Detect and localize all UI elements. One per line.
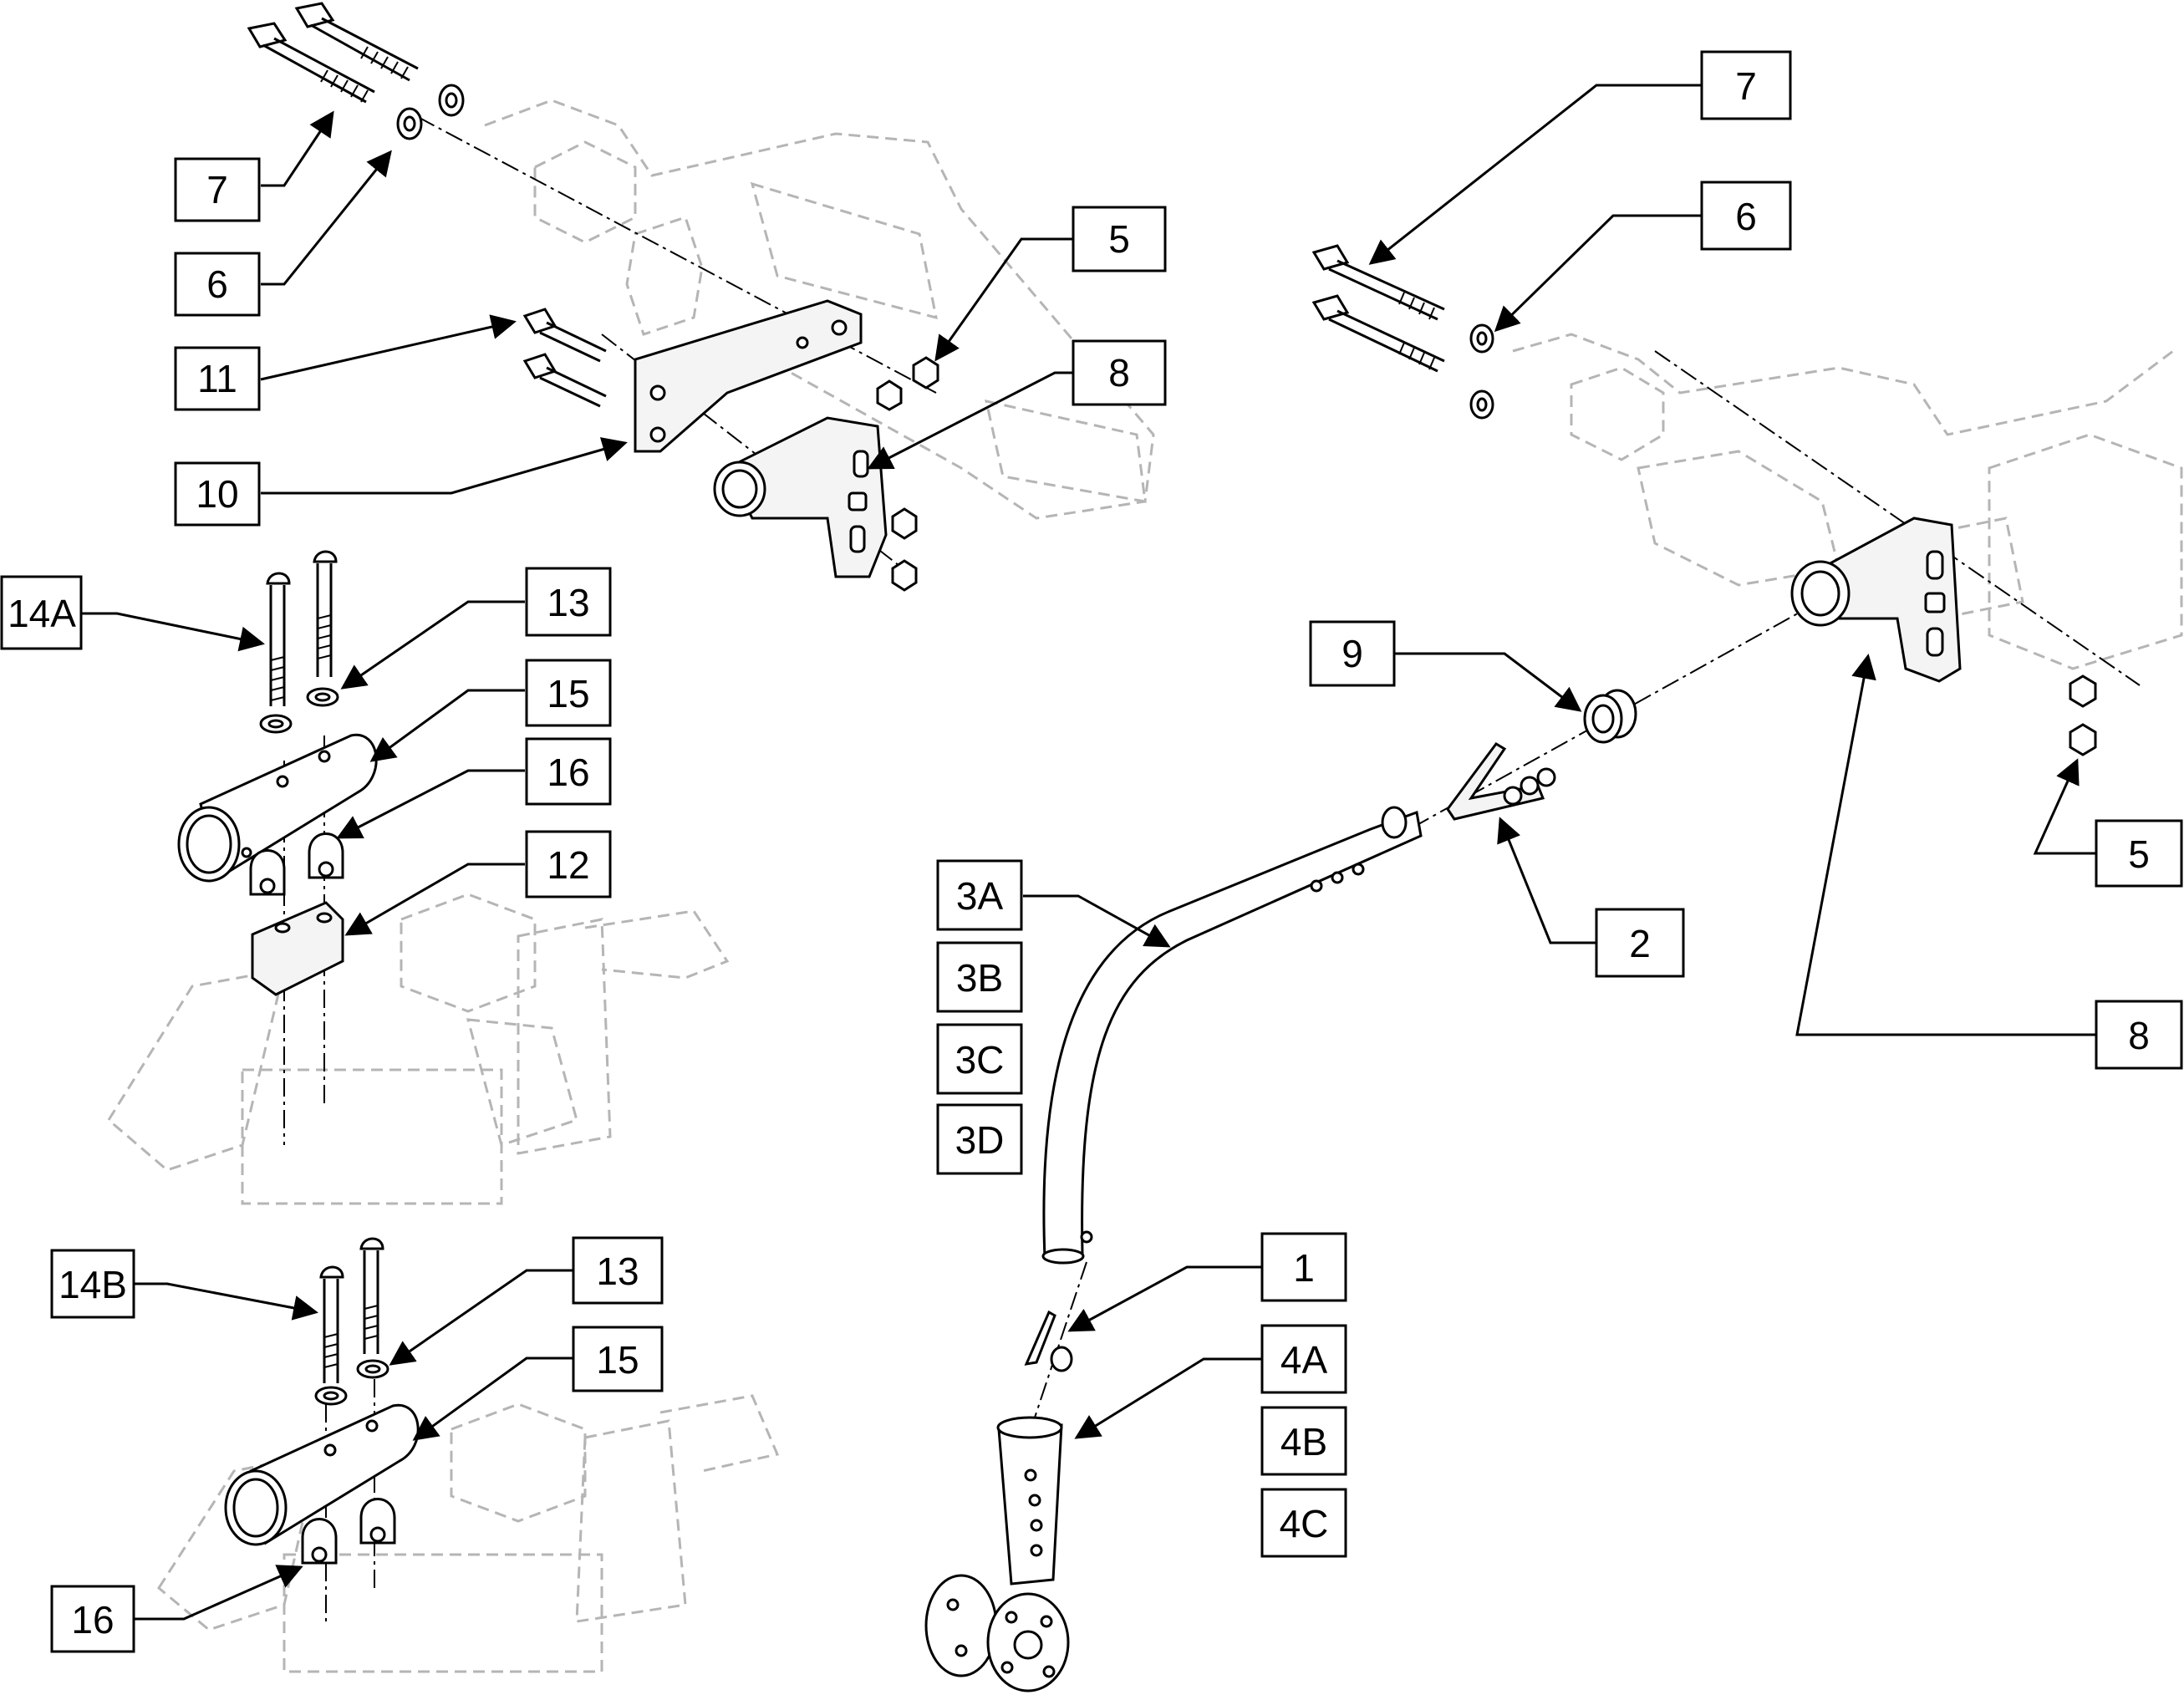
callout-16-mid: 16 [525,737,612,806]
callout-14b: 14B [50,1249,135,1319]
callout-8-right: 8 [2095,1000,2183,1070]
bolt-long-lower [247,22,375,104]
svg-text:4C: 4C [1280,1502,1329,1545]
washers-14a [259,687,339,734]
ghost-frame-mid-left [107,893,730,1205]
receiver-bracket-right [1790,517,1962,683]
callout-6-top-left: 6 [174,252,261,317]
callout-5-top-left: 5 [1072,206,1167,272]
mounting-plate [634,299,863,453]
callout-3a: 3A [936,859,1023,931]
washers-14b [314,1359,389,1406]
ghost-frame-bottom-left [157,1394,780,1673]
bolt-right-upper [1311,244,1445,321]
svg-text:4B: 4B [1280,1420,1327,1463]
callout-2: 2 [1595,908,1685,978]
svg-text:15: 15 [547,672,589,715]
caster-fork-and-wheel [924,1416,1070,1692]
callout-11: 11 [174,346,261,411]
saddle-clamp-16-lower [301,1498,396,1565]
screw-14b-left [319,1265,344,1383]
svg-text:2: 2 [1629,922,1651,965]
screw-14a-left [266,572,291,706]
ghost-frame-top-right [1512,333,2183,670]
callout-14a: 14A [0,575,83,650]
saddle-clamp-16 [249,832,344,896]
callout-6-right: 6 [1700,181,1792,251]
svg-text:10: 10 [196,472,238,516]
svg-text:13: 13 [596,1250,639,1293]
svg-text:5: 5 [2128,832,2150,876]
svg-text:6: 6 [206,262,228,306]
svg-text:3D: 3D [955,1118,1005,1162]
callout-3d: 3D [936,1103,1023,1175]
svg-text:9: 9 [1341,632,1363,675]
bolt-long-upper [294,2,419,82]
detent-pin [1024,1310,1073,1372]
svg-text:8: 8 [1108,351,1130,394]
washer-lower [396,107,423,140]
svg-text:14B: 14B [59,1263,127,1306]
svg-text:13: 13 [547,581,589,624]
svg-text:16: 16 [71,1598,114,1642]
svg-text:4A: 4A [1280,1338,1328,1382]
svg-text:3B: 3B [956,956,1003,1000]
svg-text:6: 6 [1735,195,1757,238]
svg-text:14A: 14A [8,592,76,635]
clamp-tube-lower [224,1403,420,1546]
screw-14b-right [359,1237,384,1354]
lock-lever [1446,742,1556,821]
callout-4c: 4C [1260,1488,1347,1558]
nuts-top-left [876,356,939,592]
clamp-tube-upper [177,733,378,883]
svg-text:3A: 3A [956,874,1004,918]
svg-text:11: 11 [197,357,237,400]
screw-14a-right [313,550,338,677]
callout-7-right: 7 [1700,50,1792,120]
svg-text:3C: 3C [955,1038,1005,1082]
callout-15-bottom: 15 [572,1326,664,1392]
svg-text:16: 16 [547,751,589,794]
callout-4a: 4A [1260,1324,1347,1394]
callout-13-bottom: 13 [572,1236,664,1305]
callout-3b: 3B [936,941,1023,1013]
callout-8-top-left: 8 [1072,339,1167,406]
callout-10: 10 [174,461,261,527]
callout-3c: 3C [936,1023,1023,1095]
svg-text:8: 8 [2128,1014,2150,1057]
callout-5-right: 5 [2095,819,2183,888]
spacer-block-12 [251,901,344,996]
bolt-right-lower [1311,294,1445,373]
bolt-short-lower [522,353,607,408]
svg-text:1: 1 [1293,1246,1315,1290]
svg-text:5: 5 [1108,217,1130,261]
callout-9: 9 [1309,620,1396,687]
washer-upper [438,84,465,117]
washer-right-upper [1469,323,1494,354]
ghost-frame-top-left [484,99,1155,520]
svg-text:12: 12 [547,843,589,887]
washer-right-lower [1469,389,1494,420]
bushing [1583,689,1637,744]
callout-16-bottom: 16 [50,1585,135,1653]
bent-stem-tube [1041,806,1423,1265]
callout-7-top-left: 7 [174,157,261,222]
callout-12: 12 [525,830,612,898]
callout-4b: 4B [1260,1406,1347,1476]
callout-15-mid: 15 [525,659,612,727]
callout-13-mid: 13 [525,567,612,637]
receiver-bracket-left [713,416,888,578]
callout-1: 1 [1260,1232,1347,1302]
svg-text:7: 7 [206,168,228,211]
nuts-right [2069,674,2097,756]
svg-text:7: 7 [1735,64,1757,108]
svg-text:15: 15 [596,1338,639,1382]
bolt-short-upper [522,308,607,363]
leader-lines [81,84,2096,1621]
